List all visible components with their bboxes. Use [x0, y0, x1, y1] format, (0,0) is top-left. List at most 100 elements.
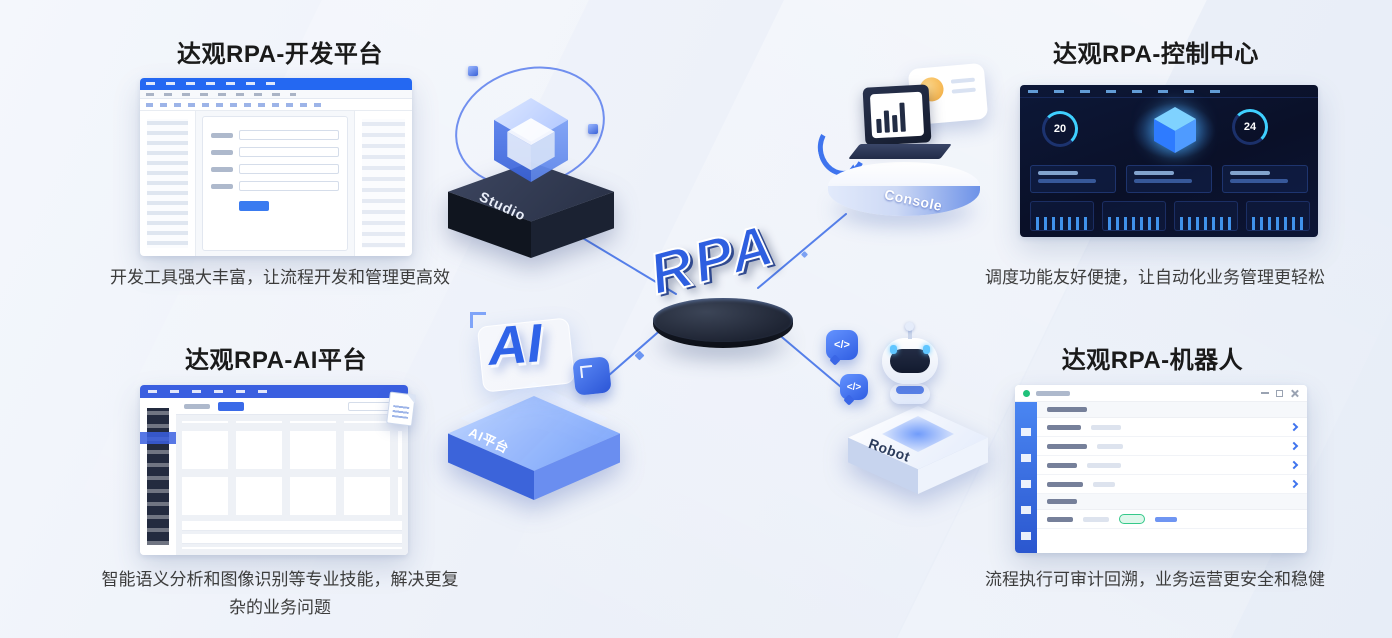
gauge-right-value: 24 — [1243, 121, 1257, 133]
ai-shot-body — [140, 398, 408, 555]
form-row — [211, 181, 339, 191]
header-placeholder — [1047, 407, 1087, 412]
field-label-placeholder — [211, 149, 233, 155]
control-center-screenshot: 20 24 — [1020, 85, 1318, 237]
robot-title: 达观RPA-机器人 — [1061, 347, 1244, 374]
robot-antenna — [908, 330, 912, 339]
rpa-hub-label: RPA — [642, 211, 784, 309]
field-label-placeholder — [211, 183, 233, 189]
laptop-screen-icon — [862, 84, 932, 146]
gauge-right: 24 — [1232, 109, 1268, 145]
text-line-placeholder — [951, 87, 976, 94]
list-row — [1037, 510, 1307, 529]
ai-platform-caption: 智能语义分析和图像识别等专业技能，解决更复杂的业务问题 — [101, 570, 459, 618]
studio-node: Studio — [440, 49, 620, 258]
robot-shot-body — [1015, 402, 1307, 553]
studio-shot-menubar — [140, 90, 412, 99]
robot-app-title-placeholder — [1036, 390, 1070, 396]
robot-app-logo-icon — [1023, 389, 1030, 397]
studio-shot-tree-panel — [140, 111, 196, 256]
dashboard-stat-card — [1030, 165, 1116, 193]
ai-platform-slab — [448, 396, 620, 500]
hub-disc-top — [653, 298, 793, 342]
chart-bar — [883, 110, 890, 133]
row-label-placeholder — [1047, 516, 1073, 522]
dashboard-stat-card — [1126, 165, 1212, 193]
ai-shot-header — [140, 385, 408, 398]
gauge-left-value: 20 — [1053, 123, 1067, 135]
ai-shot-sidebar — [140, 398, 176, 555]
robot-head-icon — [882, 338, 938, 384]
text-line-placeholder — [950, 77, 976, 84]
ai-platform-node: AI AI平台 — [446, 312, 622, 504]
header-placeholder — [1047, 499, 1077, 504]
stat-placeholder — [1038, 179, 1096, 183]
robot-app-screenshot — [1015, 385, 1307, 553]
mini-button-placeholder — [239, 201, 269, 211]
gauge-left: 20 — [1042, 111, 1078, 147]
chevron-right-icon — [1289, 441, 1299, 451]
chart-bar — [899, 102, 906, 132]
dashboard-bar-chart — [1102, 201, 1166, 231]
studio-ide-screenshot — [140, 78, 412, 256]
window-controls — [1261, 389, 1299, 398]
stat-placeholder — [1230, 179, 1288, 183]
corner-bracket-icon — [470, 312, 486, 328]
dashboard-bar-chart — [1030, 201, 1094, 231]
status-badge — [1119, 514, 1145, 524]
ai-shot-window — [140, 385, 408, 555]
dashboard-topbar — [1020, 85, 1318, 98]
studio-shot-toolbar — [140, 99, 412, 111]
code-chat-bubble-icon: </> — [826, 330, 858, 360]
row-value-placeholder — [1093, 481, 1115, 487]
field-input-placeholder — [239, 130, 339, 140]
robot-caption: 流程执行可审计回溯，业务运营更安全和稳健 — [985, 570, 1325, 589]
row-value-placeholder — [1083, 516, 1109, 522]
list-row — [1037, 475, 1307, 494]
control-center-caption: 调度功能友好便捷，让自动化业务管理更轻松 — [985, 268, 1325, 287]
field-input-placeholder — [239, 147, 339, 157]
row-label-placeholder — [1047, 443, 1087, 449]
robot-shot-sidebar — [1015, 402, 1037, 553]
close-icon — [1290, 389, 1299, 398]
robot-shot-titlebar — [1015, 385, 1307, 402]
studio-shot-body — [140, 111, 412, 256]
row-link-placeholder — [1155, 516, 1177, 522]
studio-shot-form — [202, 116, 348, 251]
dashboard-bar-chart — [1174, 201, 1238, 231]
row-value-placeholder — [1097, 443, 1123, 449]
ai-platform-screenshot — [140, 385, 416, 555]
dashboard-building-visual — [1154, 107, 1196, 153]
field-label-placeholder — [211, 132, 233, 138]
toolbar-placeholder — [184, 403, 210, 409]
ai-shot-toolbar — [176, 398, 408, 415]
sparkle-icon — [634, 350, 645, 361]
form-row — [211, 130, 339, 140]
dashboard-bar-chart — [1246, 201, 1310, 231]
robot-eye — [923, 345, 930, 354]
chevron-right-icon — [1289, 422, 1299, 432]
dashboard-stat-card — [1222, 165, 1308, 193]
row-label-placeholder — [1047, 424, 1081, 430]
ai-letters: AI — [485, 313, 545, 377]
control-center-title: 达观RPA-控制中心 — [1053, 41, 1259, 68]
robot-collar — [896, 386, 924, 394]
mini-button-placeholder — [218, 401, 244, 411]
row-value-placeholder — [1087, 462, 1121, 468]
robot-eye — [890, 345, 897, 354]
inner-cube — [507, 118, 555, 171]
maximize-icon — [1276, 389, 1283, 397]
studio-shot-canvas — [196, 111, 354, 256]
form-row — [211, 147, 339, 157]
stat-placeholder — [1230, 171, 1270, 175]
list-section-header — [1037, 494, 1307, 510]
satellite-cube-icon — [588, 124, 598, 134]
list-row — [1037, 437, 1307, 456]
studio-shot-titlebar — [140, 78, 412, 90]
glass-cube-icon — [494, 98, 568, 182]
code-chat-bubble-icon: </> — [840, 374, 868, 400]
list-section-header — [1037, 402, 1307, 418]
blue-chip-icon — [572, 356, 612, 396]
laptop-base — [848, 144, 952, 159]
